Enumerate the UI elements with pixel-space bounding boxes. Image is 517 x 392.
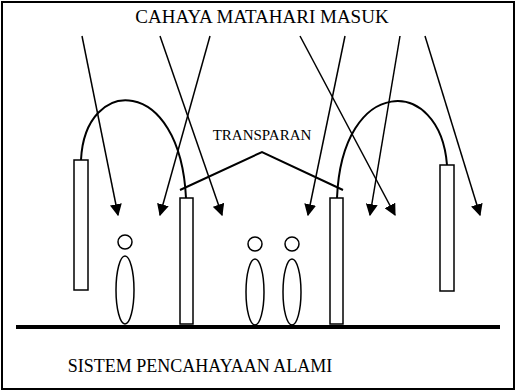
ground-line	[16, 325, 500, 329]
sunlight-label-holder: CAHAYA MATAHARI MASUK	[133, 6, 390, 28]
people	[116, 235, 301, 325]
roof-arc	[337, 101, 447, 198]
right-wall	[440, 165, 454, 291]
transparent-label-holder: TRANSPARAN	[211, 126, 314, 144]
caption: SISTEM PENCAHAYAAN ALAMI	[66, 356, 334, 376]
sunlight-label: CAHAYA MATAHARI MASUK	[133, 6, 390, 27]
left-wall	[74, 160, 88, 290]
sun-rays	[82, 36, 480, 215]
pillar	[330, 198, 343, 324]
transparent-roof	[180, 152, 343, 190]
frame-border	[2, 2, 514, 389]
pillar	[180, 198, 193, 324]
transparent-label: TRANSPARAN	[211, 127, 314, 143]
caption-holder: SISTEM PENCAHAYAAN ALAMI	[66, 356, 334, 377]
roof-arc	[81, 100, 186, 198]
